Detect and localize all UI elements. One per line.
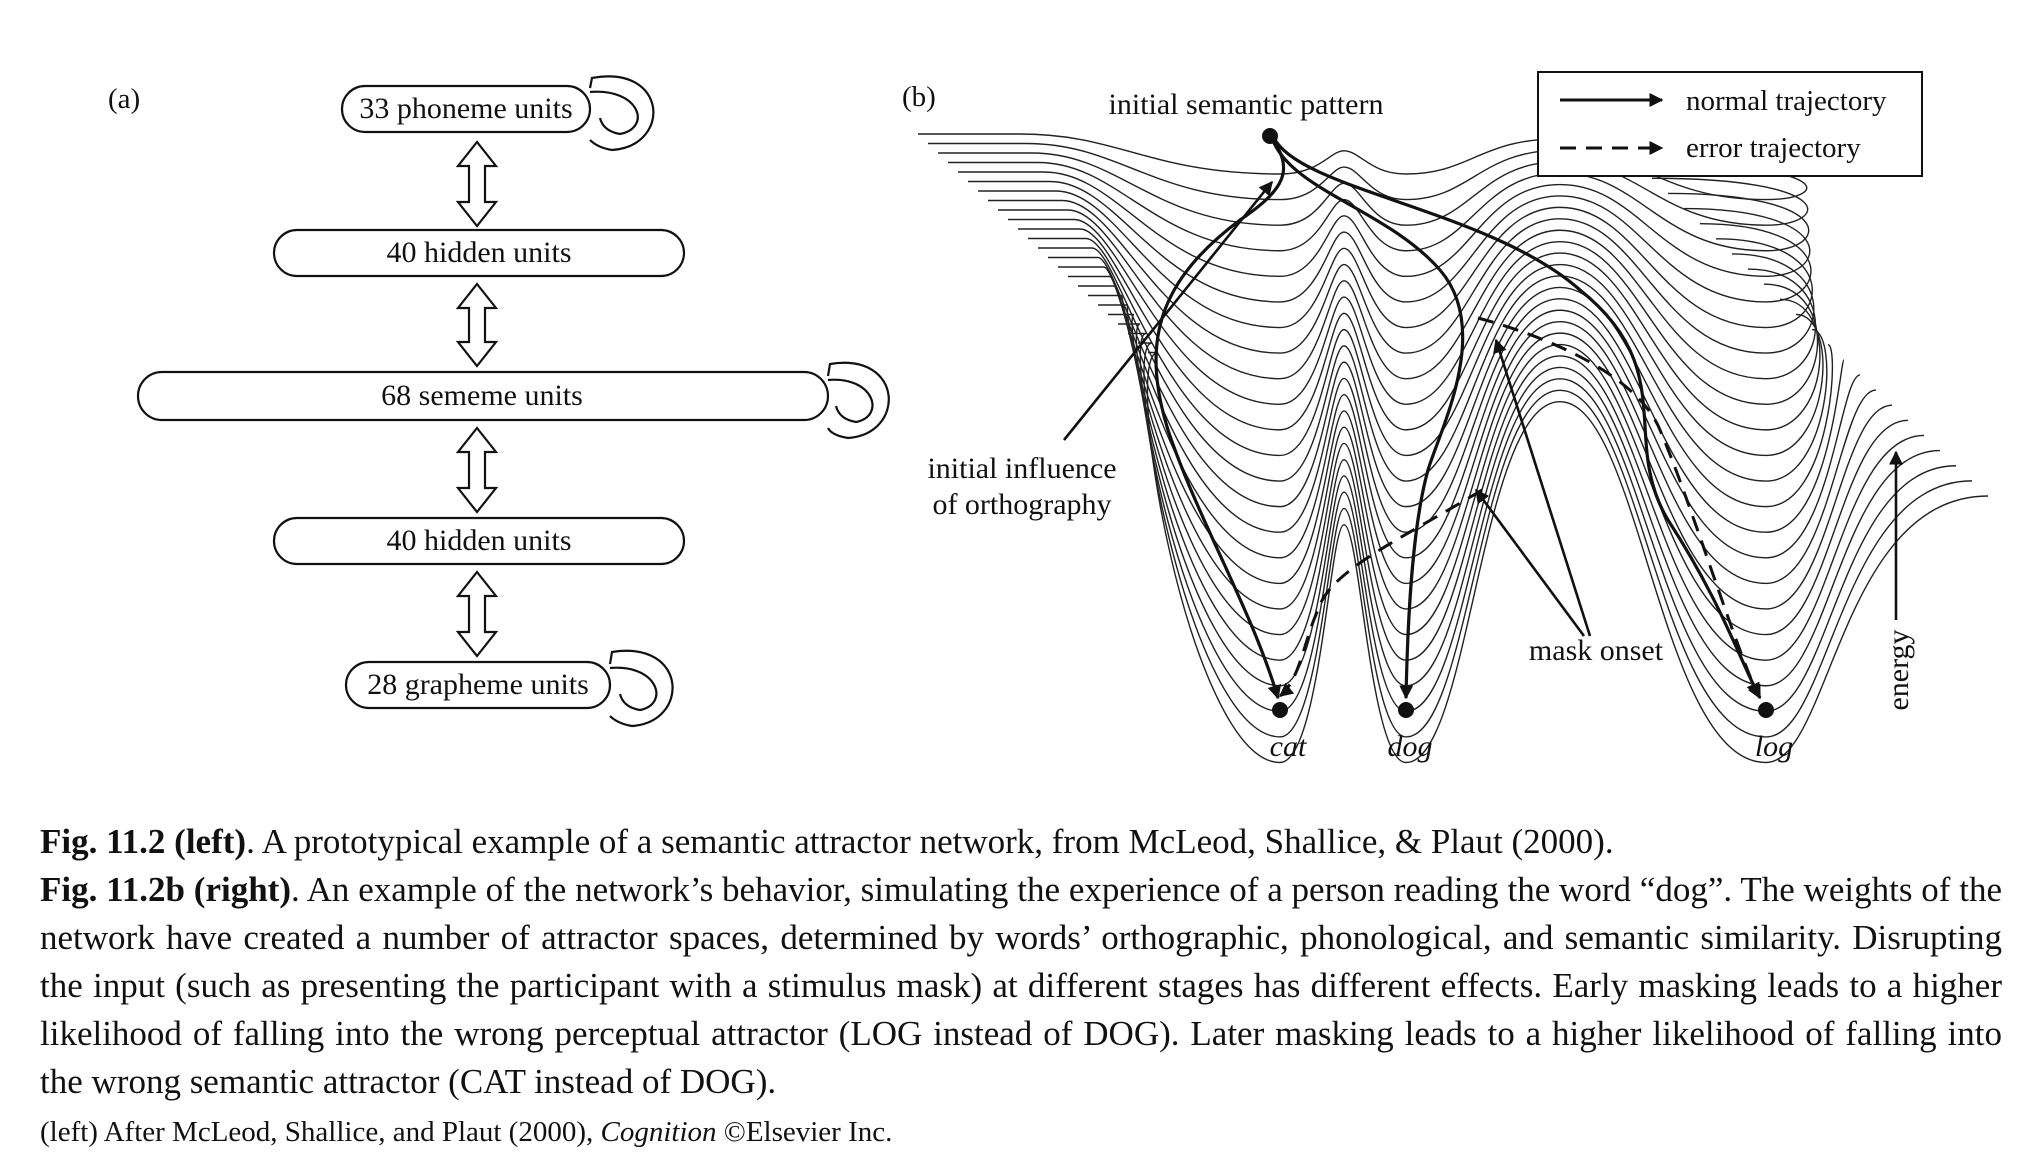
landscape-contour-line: [998, 209, 1817, 380]
landscape-contour-line: [1068, 275, 1861, 559]
sememe-units-node: 68 sememe units: [136, 361, 890, 440]
legend-normal-label: normal trajectory: [1686, 85, 1887, 117]
caption-fig-left-text: . A prototypical example of a semantic a…: [246, 822, 1614, 861]
figure-11-2: (a) 33 phoneme units 40 hidden units 68 …: [108, 71, 1989, 764]
landscape-contour-line: [1018, 228, 1821, 431]
phoneme-units-node: 33 phoneme units: [340, 75, 655, 152]
panel-a: (a) 33 phoneme units 40 hidden units 68 …: [108, 75, 890, 728]
bidirectional-arrow-icon: [455, 570, 499, 658]
self-loop-icon: [588, 75, 655, 152]
panel-a-label: (a): [108, 83, 140, 115]
landscape-contour-line: [1048, 256, 1834, 508]
error-trajectory-dashed: [1278, 316, 1760, 698]
landscape-contour-line: [1028, 237, 1824, 457]
credit-suffix: ©Elsevier Inc.: [716, 1116, 893, 1148]
landscape-contour-line: [1108, 313, 1925, 661]
attractor-label-dog: dog: [1388, 730, 1433, 763]
panel-b-label: (b): [902, 81, 936, 113]
landscape-contour-line: [1138, 342, 1973, 738]
self-loop-icon: [608, 649, 674, 728]
landscape-contour-line: [1146, 351, 1989, 764]
caption-fig-left-label: Fig. 11.2 (left): [40, 822, 247, 861]
mask-onset-pointers: [1474, 338, 1592, 637]
self-loop-icon: [826, 361, 890, 440]
grapheme-units-label: 28 grapheme units: [367, 668, 589, 701]
caption-credit: (left) After McLeod, Shallice, and Plaut…: [40, 1112, 2002, 1152]
figure-caption: Fig. 11.2 (left). A prototypical example…: [40, 818, 2002, 1152]
energy-label: energy: [1882, 629, 1915, 710]
attractor-point-dog: [1398, 702, 1414, 718]
landscape-contour-line: [928, 142, 1808, 201]
hidden-units-bottom-node: 40 hidden units: [272, 516, 686, 566]
phoneme-units-label: 33 phoneme units: [359, 92, 572, 125]
caption-fig-right-label: Fig. 11.2b (right): [40, 870, 291, 909]
attractor-point-log: [1758, 702, 1774, 718]
credit-journal: Cognition: [600, 1116, 717, 1148]
landscape-contour-line: [958, 171, 1811, 278]
attractor-label-cat: cat: [1270, 730, 1307, 763]
panel-b: (b) initial semantic pattern cat dog log: [902, 71, 1989, 764]
normal-trajectory-dog: [1270, 137, 1465, 700]
hidden-units-top-label: 40 hidden units: [387, 236, 572, 269]
attractor-label-log: log: [1755, 730, 1793, 763]
orthography-label-line2: of orthography: [932, 488, 1111, 521]
grapheme-units-node: 28 grapheme units: [344, 649, 674, 728]
legend-error-label: error trajectory: [1686, 132, 1861, 164]
caption-fig-left: Fig. 11.2 (left). A prototypical example…: [40, 818, 2002, 866]
caption-fig-right-text: . An example of the network’s behavior, …: [40, 870, 2003, 1101]
normal-trajectory-log: [1272, 137, 1762, 700]
bidirectional-arrow-icon: [455, 426, 499, 514]
mask-onset-label: mask onset: [1529, 634, 1664, 667]
initial-pattern-label: initial semantic pattern: [1109, 88, 1384, 121]
caption-fig-right: Fig. 11.2b (right). An example of the ne…: [40, 866, 2002, 1106]
sememe-units-label: 68 sememe units: [381, 379, 583, 412]
hidden-units-top-node: 40 hidden units: [272, 228, 686, 278]
landscape-contour-line: [948, 161, 1810, 252]
energy-landscape: [918, 133, 1989, 764]
initial-pattern-point: [1262, 128, 1278, 144]
credit-prefix: (left) After McLeod, Shallice, and Plaut…: [40, 1116, 601, 1148]
landscape-contour-line: [968, 180, 1812, 303]
landscape-contour-line: [1038, 247, 1828, 482]
landscape-contour-line: [1118, 323, 1941, 687]
legend: normal trajectory error trajectory: [1537, 71, 1923, 177]
landscape-contour-line: [1008, 218, 1819, 405]
orthography-label-line1: initial influence: [927, 452, 1116, 485]
landscape-contour-line: [938, 152, 1809, 226]
attractor-point-cat: [1272, 702, 1288, 718]
landscape-contour-line: [1078, 285, 1877, 585]
bidirectional-arrow-icon: [455, 140, 499, 228]
bidirectional-arrow-icon: [455, 282, 499, 368]
landscape-contour-line: [1088, 294, 1893, 610]
landscape-contour-line: [1058, 266, 1845, 533]
landscape-contour-line: [978, 190, 1813, 329]
orthography-pointer: [1062, 180, 1274, 441]
landscape-contour-line: [988, 199, 1815, 354]
landscape-contour-line: [1098, 304, 1909, 636]
hidden-units-bottom-label: 40 hidden units: [387, 524, 572, 557]
